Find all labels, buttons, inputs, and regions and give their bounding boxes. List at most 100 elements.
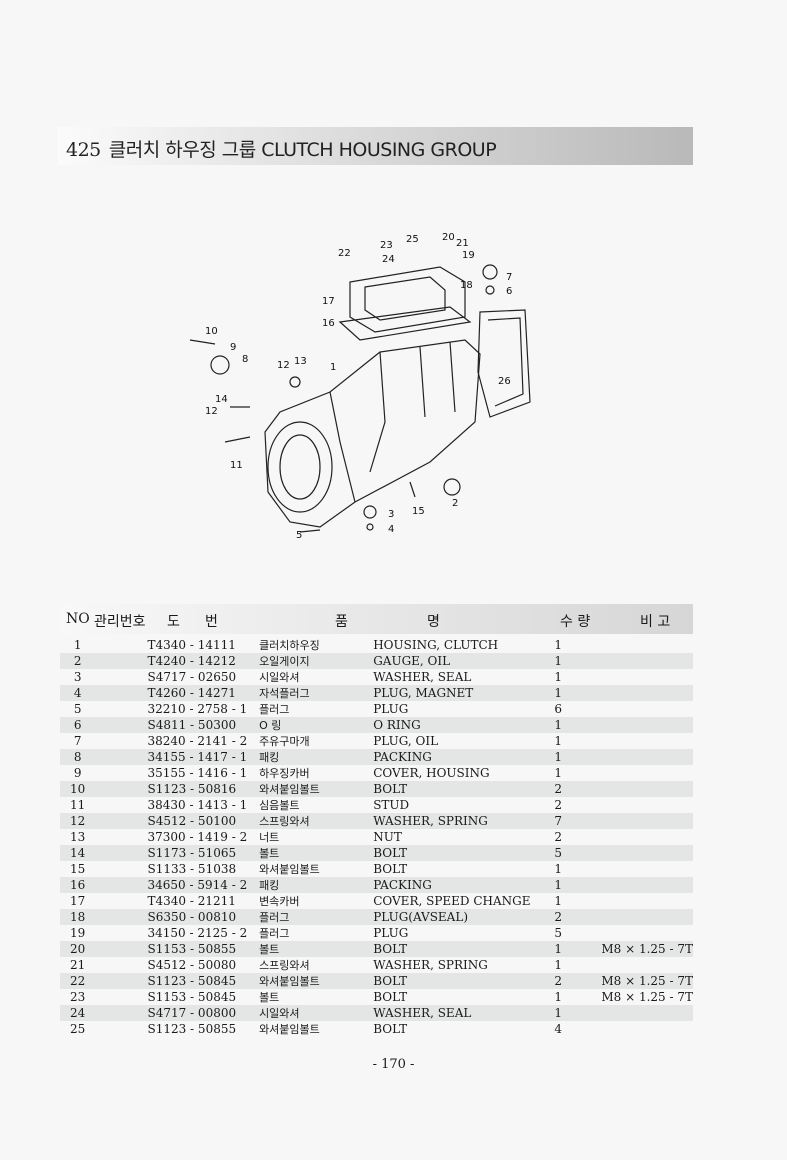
cell-no: 22 bbox=[60, 973, 96, 989]
cell-name-en: COVER, SPEED CHANGE bbox=[373, 893, 531, 908]
callout-11: 11 bbox=[230, 460, 243, 471]
cell-qty: 6 bbox=[554, 701, 563, 716]
cell-spacer bbox=[95, 749, 148, 765]
cell-name-en: NUT bbox=[373, 829, 402, 844]
cell-no: 17 bbox=[70, 893, 86, 908]
callout-8: 8 bbox=[242, 354, 248, 365]
cell-part-no: 35155 - 1416 - 1 bbox=[147, 765, 248, 780]
cell-no: 18 bbox=[60, 909, 96, 925]
cell-spacer bbox=[95, 829, 147, 845]
cell-spacer bbox=[95, 957, 147, 973]
callout-9: 9 bbox=[230, 342, 236, 353]
cell-spacer bbox=[95, 1021, 147, 1037]
cell-name-en: BOLT bbox=[373, 861, 408, 876]
cell-name-kr: 플러그 bbox=[259, 909, 374, 925]
callout-23: 23 bbox=[380, 240, 393, 251]
cell-remark bbox=[593, 877, 693, 893]
cell-spacer bbox=[95, 797, 147, 813]
cell-no: 21 bbox=[70, 957, 86, 972]
header-name-1: 품 bbox=[335, 614, 348, 630]
callout-16: 16 bbox=[322, 318, 335, 329]
cell-qty: 1 bbox=[554, 877, 594, 893]
cell-remark bbox=[593, 845, 693, 861]
cell-name-kr: 볼트 bbox=[259, 941, 374, 957]
cell-name-en: PLUG, OIL bbox=[373, 733, 439, 748]
cell-qty: 2 bbox=[554, 909, 594, 925]
cell-part-no: S4512 - 50100 bbox=[147, 813, 260, 829]
cell-no: 19 bbox=[70, 925, 86, 940]
cell-no: 12 bbox=[60, 813, 96, 829]
cell-name-en: PLUG bbox=[373, 701, 409, 716]
cell-part-no: 34150 - 2125 - 2 bbox=[147, 925, 248, 940]
cell-name-kr: 패킹 bbox=[259, 877, 374, 893]
cell-remark bbox=[593, 957, 693, 973]
callout-15: 15 bbox=[412, 506, 425, 517]
cell-qty: 1 bbox=[554, 669, 563, 684]
cell-no: 13 bbox=[70, 829, 86, 844]
callout-21: 21 bbox=[456, 238, 469, 249]
cell-name-kr: 플러그 bbox=[259, 926, 290, 940]
cell-name-kr: 하우징카버 bbox=[259, 766, 310, 780]
cell-name-en: BOLT bbox=[373, 845, 555, 861]
cell-remark bbox=[593, 733, 693, 749]
cell-qty: 1 bbox=[554, 733, 563, 748]
header-drawing-1: 도 bbox=[167, 614, 180, 630]
cell-name-kr: 변속카버 bbox=[259, 894, 300, 908]
cell-qty: 1 bbox=[554, 749, 594, 765]
cell-part-no: S6350 - 00810 bbox=[147, 909, 260, 925]
cell-no: 3 bbox=[73, 669, 82, 684]
cell-remark bbox=[593, 653, 693, 669]
header-drawing-2: 번 bbox=[205, 614, 218, 630]
cell-spacer bbox=[95, 941, 148, 957]
cell-no: 1 bbox=[73, 637, 82, 652]
cell-name-en: PACKING bbox=[373, 877, 555, 893]
cell-name-en: STUD bbox=[373, 797, 410, 812]
callout-2: 2 bbox=[452, 498, 458, 509]
cell-spacer bbox=[95, 989, 147, 1005]
housing-cover bbox=[477, 309, 531, 418]
cell-spacer bbox=[95, 845, 148, 861]
cell-qty: 1 bbox=[554, 717, 594, 733]
cell-part-no: S1123 - 50845 bbox=[147, 973, 260, 989]
cell-no: 4 bbox=[60, 685, 96, 701]
cell-name-en: BOLT bbox=[373, 989, 408, 1004]
cell-no: 20 bbox=[60, 941, 96, 957]
cell-spacer bbox=[95, 813, 148, 829]
cell-name-kr: 와셔붙임볼트 bbox=[259, 781, 374, 797]
speed-change-cover bbox=[349, 266, 466, 333]
cell-part-no: 34650 - 5914 - 2 bbox=[147, 877, 260, 893]
cell-part-no: 34155 - 1417 - 1 bbox=[147, 749, 260, 765]
callout-25: 25 bbox=[406, 234, 419, 245]
cell-spacer bbox=[95, 1005, 148, 1021]
housing-bell bbox=[267, 421, 333, 513]
cell-qty: 4 bbox=[554, 1021, 563, 1036]
callout-5: 5 bbox=[296, 530, 302, 541]
cell-no: 15 bbox=[70, 861, 86, 876]
cell-spacer bbox=[95, 717, 148, 733]
cell-name-kr: 시일와셔 bbox=[259, 670, 300, 684]
cell-qty: 1 bbox=[554, 989, 563, 1004]
cell-spacer bbox=[95, 877, 148, 893]
cell-name-en: BOLT bbox=[373, 941, 555, 957]
cell-remark: M8 × 1.25 - 7T bbox=[593, 941, 693, 957]
callout-22: 22 bbox=[338, 248, 351, 259]
cell-no: 14 bbox=[60, 845, 96, 861]
cell-remark bbox=[593, 829, 693, 845]
cell-spacer bbox=[95, 893, 147, 909]
cell-no: 25 bbox=[70, 1021, 86, 1036]
cell-part-no: 37300 - 1419 - 2 bbox=[147, 829, 248, 844]
